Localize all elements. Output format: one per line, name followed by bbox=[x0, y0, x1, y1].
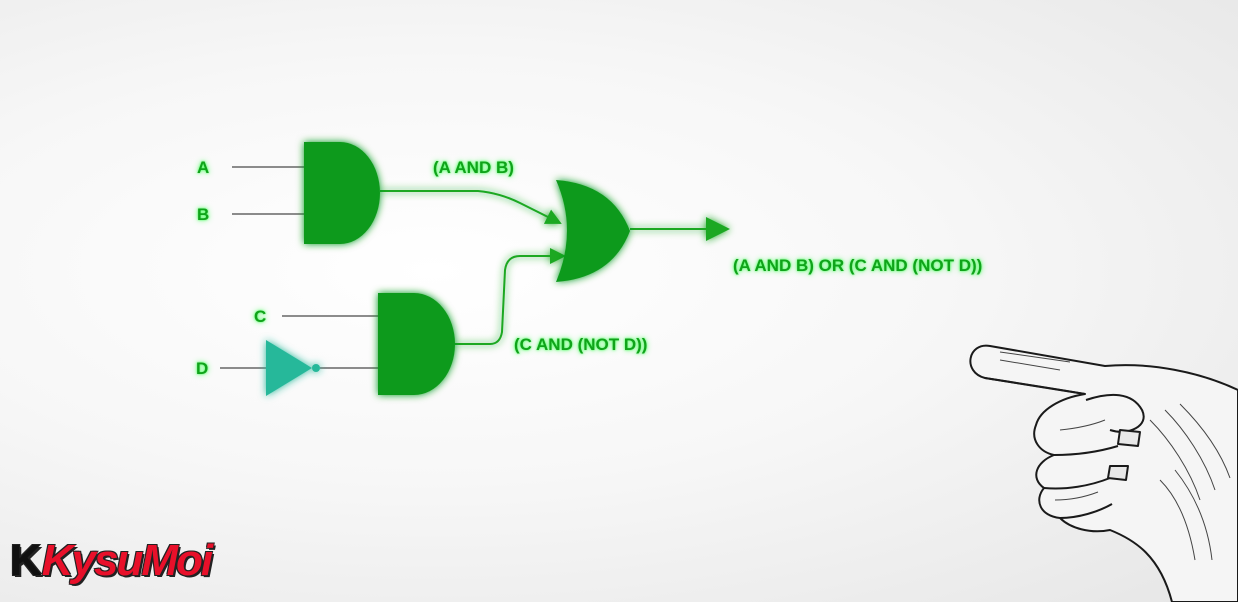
logo-text-kysu: Kysu bbox=[41, 536, 144, 585]
input-label-b: B bbox=[197, 205, 210, 224]
input-wires bbox=[220, 166, 378, 369]
label-c-and-not-d: (C AND (NOT D)) bbox=[514, 335, 648, 354]
input-label-d: D bbox=[196, 359, 209, 378]
and-gate-c-not-d bbox=[378, 293, 455, 395]
input-label-a: A bbox=[197, 158, 210, 177]
kysumoi-logo: KKysuMoi bbox=[10, 536, 213, 586]
label-output-expression: (A AND B) OR (C AND (NOT D)) bbox=[733, 256, 983, 275]
label-a-and-b: (A AND B) bbox=[433, 158, 514, 177]
logo-mark: K bbox=[10, 536, 42, 585]
not-bubble bbox=[312, 364, 320, 372]
pointing-hand-illustration bbox=[969, 344, 1238, 602]
not-gate-d bbox=[266, 340, 320, 396]
output-wires bbox=[380, 190, 730, 345]
or-gate bbox=[556, 180, 630, 282]
input-label-c: C bbox=[254, 307, 267, 326]
wire-ab-to-or bbox=[380, 190, 562, 224]
logo-text-moi: Moi bbox=[141, 536, 213, 585]
wire-cnd-to-or bbox=[455, 248, 566, 345]
and-gate-ab bbox=[304, 142, 380, 244]
